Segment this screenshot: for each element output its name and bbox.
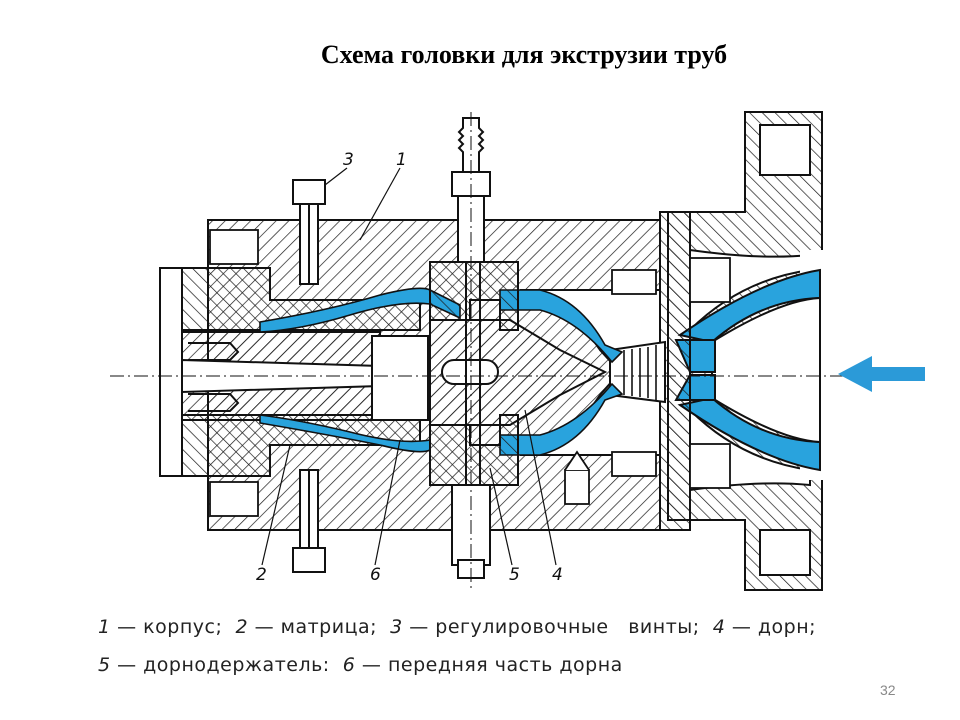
- legend-text: — дорн;: [725, 616, 817, 638]
- leader-lines: [261, 167, 557, 566]
- part-label-3: 3: [343, 150, 354, 170]
- legend-text: — регулировочные винты;: [402, 616, 713, 638]
- legend-text: — матрица;: [248, 616, 391, 638]
- legend-line-1: 1 — корпус; 2 — матрица; 3 — регулировоч…: [98, 616, 816, 638]
- axis-line: [110, 112, 900, 590]
- legend-text: — передняя часть дорна: [355, 654, 623, 676]
- bolt-group: [209, 229, 731, 517]
- page-title: Схема головки для экструзии труб: [320, 40, 728, 69]
- legend-num: 5: [98, 654, 111, 676]
- adjusting-screw-top: [292, 179, 326, 285]
- legend-line-2: 5 — дорнодержатель: 6 — передняя часть д…: [98, 654, 623, 676]
- legend-text: — корпус;: [110, 616, 236, 638]
- adjusting-screw-bottom: [292, 469, 326, 573]
- part-label-1: 1: [396, 150, 407, 170]
- legend-num: 6: [342, 654, 356, 676]
- part-label-6: 6: [370, 565, 381, 585]
- legend-num: 3: [390, 616, 403, 638]
- die-ring: [159, 267, 421, 477]
- extrusion-head-diagram: 3 1 2 6 5 4: [110, 111, 925, 591]
- part-label-4: 4: [552, 565, 563, 585]
- legend-num: 4: [712, 616, 726, 638]
- part-label-2: 2: [256, 565, 267, 585]
- legend-text: — дорнодержатель:: [110, 654, 343, 676]
- distribution-chamber: [674, 268, 821, 472]
- legend-num: 2: [235, 616, 249, 638]
- page-number: 32: [880, 682, 896, 698]
- mandrel-holder: [429, 261, 519, 486]
- part-label-5: 5: [509, 565, 520, 585]
- legend-num: 1: [98, 616, 111, 638]
- mandrel: [429, 319, 666, 426]
- inlet-arrow: [838, 356, 925, 392]
